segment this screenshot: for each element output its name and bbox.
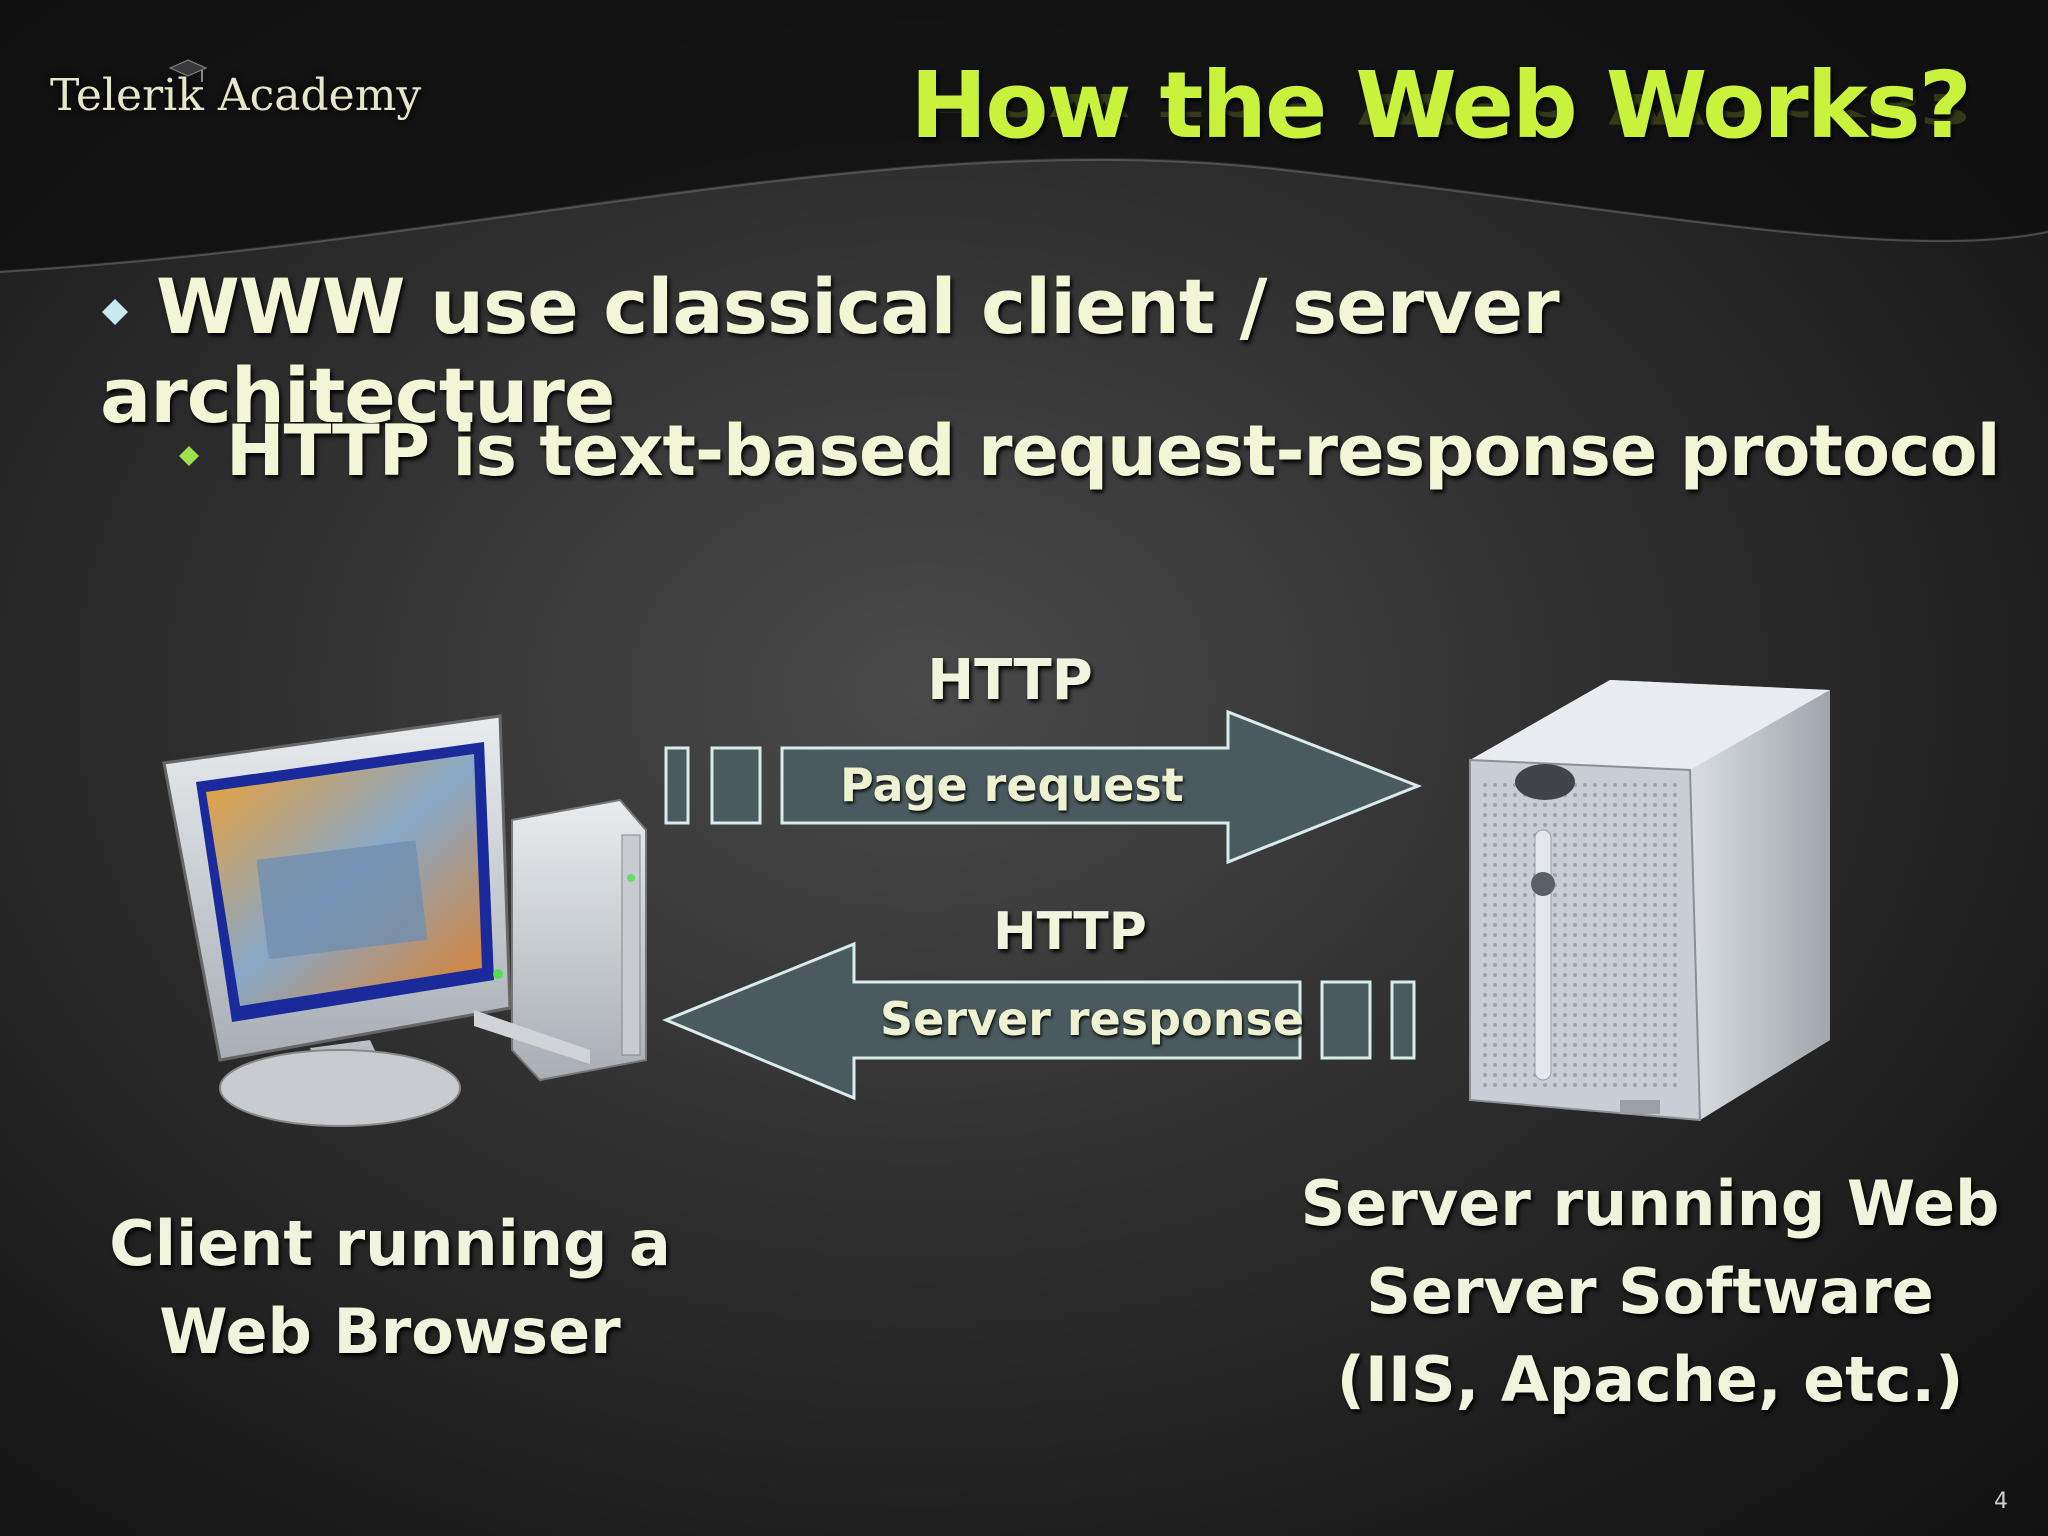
request-protocol-label: HTTP — [927, 648, 1093, 713]
response-label: Server response — [880, 992, 1305, 1046]
request-arrow — [664, 709, 1423, 865]
diamond-bullet-icon — [102, 299, 128, 325]
server-caption-line1: Server running Web — [1300, 1167, 2000, 1240]
server-caption-line3: (IIS, Apache, etc.) — [1336, 1343, 1964, 1416]
diamond-bullet-icon — [179, 445, 199, 466]
response-arrow — [662, 941, 1416, 1101]
page-title: How the Web Works? — [910, 52, 1972, 159]
client-caption: Client running a Web Browser — [100, 1200, 680, 1376]
graduation-cap-icon — [168, 59, 208, 82]
computer-icon — [162, 714, 647, 1127]
response-protocol-label: HTTP — [993, 902, 1147, 962]
bullet-level1: WWW use classical client / server archit… — [100, 262, 2048, 440]
server-icon — [1469, 680, 1830, 1122]
page-number: 4 — [1994, 1489, 2008, 1514]
server-caption-line2: Server Software — [1366, 1255, 1934, 1328]
client-caption-line1: Client running a — [109, 1207, 671, 1280]
bullet-text: WWW use classical client / server archit… — [100, 262, 1560, 440]
bullet-level2: HTTP is text-based request-response prot… — [178, 410, 2001, 492]
request-label: Page request — [840, 758, 1184, 812]
bullet-text: HTTP is text-based request-response prot… — [226, 410, 2001, 492]
client-caption-line2: Web Browser — [159, 1295, 621, 1368]
logo-text: Telerik Academy — [50, 70, 422, 121]
server-caption: Server running Web Server Software (IIS,… — [1290, 1160, 2010, 1424]
